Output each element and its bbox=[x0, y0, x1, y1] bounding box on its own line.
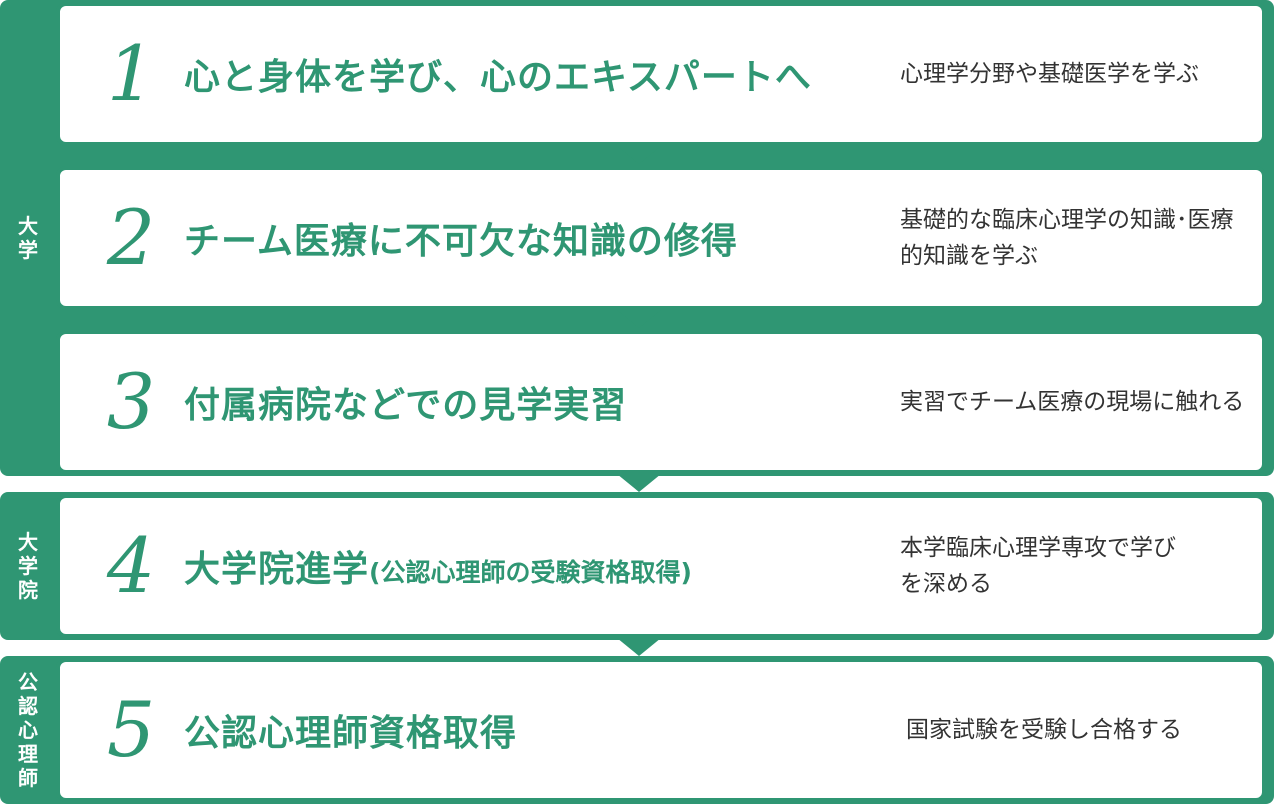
step-number: 1 bbox=[106, 29, 156, 118]
step-2: 2 チーム医療に不可欠な知識の修得 基礎的な臨床心理学の知識･医療的知識を学ぶ bbox=[56, 166, 1266, 310]
step-4: 4 大学院進学(公認心理師の受験資格取得) 本学臨床心理学専攻で学びを深める bbox=[56, 494, 1266, 638]
step-description: 実習でチーム医療の現場に触れる bbox=[900, 389, 1245, 415]
stage-label-university: 大学 bbox=[0, 0, 56, 476]
step-description: 心理学分野や基礎医学を学ぶ bbox=[900, 61, 1199, 87]
step-title: 大学院進学(公認心理師の受験資格取得) bbox=[184, 540, 692, 592]
step-number: 2 bbox=[106, 193, 156, 282]
stage-label-certified-psychologist: 公認心理師 bbox=[0, 656, 56, 804]
step-number: 5 bbox=[106, 685, 156, 774]
step-title: 心と身体を学び、心のエキスパートへ bbox=[184, 57, 812, 98]
step-number: 4 bbox=[106, 521, 156, 610]
stage-label-text: 大学院 bbox=[18, 530, 38, 602]
down-arrow-icon bbox=[617, 638, 661, 656]
down-arrow-icon bbox=[617, 146, 661, 164]
step-number: 3 bbox=[106, 357, 156, 446]
step-1: 1 心と身体を学び、心のエキスパートへ 心理学分野や基礎医学を学ぶ bbox=[56, 2, 1266, 146]
step-title: チーム医療に不可欠な知識の修得 bbox=[184, 221, 738, 262]
step-description: 本学臨床心理学専攻で学びを深める bbox=[900, 535, 1176, 597]
step-3: 3 付属病院などでの見学実習 実習でチーム医療の現場に触れる bbox=[56, 330, 1266, 474]
step-title-sub: (公認心理師の受験資格取得) bbox=[369, 558, 692, 587]
step-description: 基礎的な臨床心理学の知識･医療的知識を学ぶ bbox=[900, 207, 1234, 269]
stage-label-graduate-school: 大学院 bbox=[0, 492, 56, 640]
step-title-main: 大学院進学 bbox=[184, 549, 370, 590]
step-title: 付属病院などでの見学実習 bbox=[184, 385, 628, 426]
step-5: 5 公認心理師資格取得 国家試験を受験し合格する bbox=[56, 658, 1266, 802]
step-description: 国家試験を受験し合格する bbox=[906, 717, 1182, 743]
down-arrow-icon bbox=[617, 474, 661, 492]
stage-label-text: 大学 bbox=[18, 214, 38, 262]
stage-label-text: 公認心理師 bbox=[18, 670, 38, 790]
down-arrow-icon bbox=[617, 310, 661, 328]
step-title: 公認心理師資格取得 bbox=[184, 713, 518, 754]
